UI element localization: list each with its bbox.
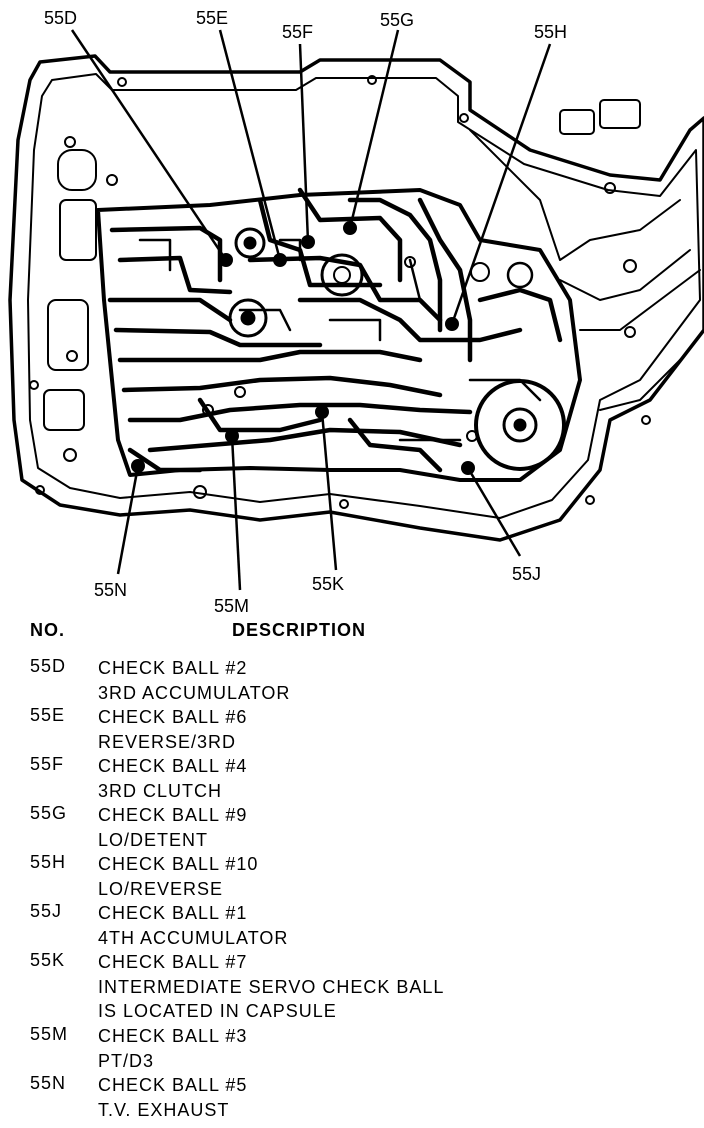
legend-number: 55J: [30, 901, 63, 921]
legend-description: CHECK BALL #7 INTERMEDIATE SERVO CHECK B…: [98, 950, 444, 1024]
legend-line: 3RD ACCUMULATOR: [98, 682, 291, 703]
callout-55N: 55N: [94, 580, 127, 600]
legend-line: CHECK BALL #5: [98, 1075, 248, 1095]
separator-plate: [96, 188, 582, 482]
legend-line: CHECK BALL #4: [98, 756, 248, 776]
legend-description: CHECK BALL #9 LO/DETENT: [98, 803, 247, 852]
legend-line: LO/DETENT: [98, 829, 209, 850]
callout-55E: 55E: [196, 8, 228, 28]
legend-line: LO/REVERSE: [98, 878, 224, 899]
legend-line: INTERMEDIATE SERVO CHECK BALL: [98, 976, 445, 997]
legend-description: CHECK BALL #6 REVERSE/3RD: [98, 705, 247, 754]
legend-line: CHECK BALL #9: [98, 805, 248, 825]
legend-row: 55J CHECK BALL #1 4TH ACCUMULATOR: [0, 901, 704, 950]
legend-line: 3RD CLUTCH: [98, 780, 223, 801]
legend-row: 55H CHECK BALL #10 LO/REVERSE: [0, 852, 704, 901]
legend-line: CHECK BALL #6: [98, 707, 248, 727]
case-outline: [8, 54, 704, 542]
legend-row: 55K CHECK BALL #7 INTERMEDIATE SERVO CHE…: [0, 950, 704, 1024]
leader-55M: [230, 435, 242, 591]
callout-55H: 55H: [534, 22, 567, 42]
legend-description: CHECK BALL #1 4TH ACCUMULATOR: [98, 901, 288, 950]
legend-line: CHECK BALL #3: [98, 1026, 248, 1046]
legend-line: PT/D3: [98, 1050, 155, 1071]
legend-row: 55F CHECK BALL #4 3RD CLUTCH: [0, 754, 704, 803]
callout-55K: 55K: [312, 574, 344, 594]
legend-row: 55M CHECK BALL #3 PT/D3: [0, 1024, 704, 1073]
legend-header-no: NO.: [30, 620, 66, 640]
legend-number: 55N: [30, 1073, 67, 1093]
legend-description: CHECK BALL #3 PT/D3: [98, 1024, 247, 1073]
legend-description: CHECK BALL #10 LO/REVERSE: [98, 852, 258, 901]
legend-line: REVERSE/3RD: [98, 731, 237, 752]
leader-55N: [116, 465, 140, 575]
legend-number: 55F: [30, 754, 65, 774]
legend-rows: 55D CHECK BALL #2 3RD ACCUMULATOR 55E CH…: [0, 656, 704, 1122]
legend-number: 55E: [30, 705, 66, 725]
legend-row: 55N CHECK BALL #5 T.V. EXHAUST: [0, 1073, 704, 1122]
legend-line: CHECK BALL #1: [98, 903, 248, 923]
legend-number: 55K: [30, 950, 66, 970]
callout-55G: 55G: [380, 10, 414, 30]
legend-line: 4TH ACCUMULATOR: [98, 927, 289, 948]
legend-description: CHECK BALL #2 3RD ACCUMULATOR: [98, 656, 290, 705]
leader-55G: [348, 29, 400, 229]
leader-55F: [298, 43, 310, 243]
legend-number: 55M: [30, 1024, 69, 1044]
callout-55M: 55M: [214, 596, 249, 616]
legend-description: CHECK BALL #5 T.V. EXHAUST: [98, 1073, 247, 1122]
legend-row: 55D CHECK BALL #2 3RD ACCUMULATOR: [0, 656, 704, 705]
legend-number: 55D: [30, 656, 67, 676]
legend-description: CHECK BALL #4 3RD CLUTCH: [98, 754, 247, 803]
legend-line: CHECK BALL #2: [98, 658, 248, 678]
legend-row: 55G CHECK BALL #9 LO/DETENT: [0, 803, 704, 852]
callout-55F: 55F: [282, 22, 313, 42]
callout-55J: 55J: [512, 564, 541, 584]
legend-line: CHECK BALL #7: [98, 952, 248, 972]
leader-55H: [450, 43, 552, 325]
legend-line: CHECK BALL #10: [98, 854, 259, 874]
leader-55J: [466, 467, 522, 557]
legend-line: T.V. EXHAUST: [98, 1099, 230, 1120]
leader-55D: [70, 29, 228, 261]
legend-line: IS LOCATED IN CAPSULE: [98, 1001, 337, 1021]
legend-number: 55G: [30, 803, 68, 823]
callout-55D: 55D: [44, 8, 77, 28]
valve-body-diagram: 55D 55E 55F 55G 55H 55J 55K 55M 55N: [8, 8, 704, 616]
leader-55K: [320, 411, 338, 571]
leader-55E: [218, 29, 282, 261]
legend-row: 55E CHECK BALL #6 REVERSE/3RD: [0, 705, 704, 754]
legend-number: 55H: [30, 852, 67, 872]
legend-header-description: DESCRIPTION: [232, 620, 367, 640]
